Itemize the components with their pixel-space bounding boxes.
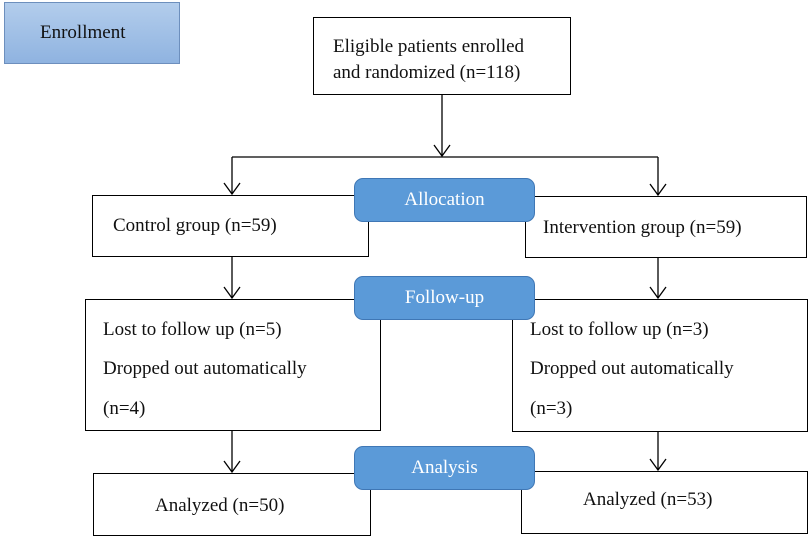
arrowhead-trunk: [433, 144, 451, 158]
analyzed-intervention-box: Analyzed (n=53): [521, 471, 808, 534]
eligible-line-1: Eligible patients enrolled: [333, 36, 525, 57]
analyzed-control-box: Analyzed (n=50): [93, 473, 371, 536]
intervention-group-label: Intervention group (n=59): [543, 217, 742, 238]
analyzed-control-label: Analyzed (n=50): [155, 495, 285, 516]
followup-intervention-dropped: Dropped out automatically: [530, 358, 734, 379]
followup-control-dropped-count: (n=4): [103, 398, 146, 419]
eligible-line-2: and randomized (n=118): [333, 62, 521, 83]
stage-followup: Follow-up: [354, 276, 535, 320]
intervention-group-box: Intervention group (n=59): [525, 196, 807, 258]
arrowhead-analyzed-right: [649, 458, 667, 472]
followup-intervention-lost: Lost to follow up (n=3): [530, 319, 709, 340]
control-group-box: Control group (n=59): [92, 195, 369, 257]
followup-control-lost: Lost to follow up (n=5): [103, 319, 282, 340]
enrollment-label-box: Enrollment: [4, 2, 180, 64]
stage-allocation: Allocation: [354, 178, 535, 222]
followup-intervention-dropped-count: (n=3): [530, 398, 573, 419]
eligible-patients-box: Eligible patients enrolled and randomize…: [313, 17, 571, 95]
analyzed-intervention-label: Analyzed (n=53): [583, 489, 713, 510]
arrowhead-followup-right: [649, 286, 667, 300]
arrowhead-intervention: [649, 183, 667, 197]
stage-analysis: Analysis: [354, 446, 535, 490]
followup-intervention-box: Lost to follow up (n=3) Dropped out auto…: [512, 299, 808, 432]
enrollment-label: Enrollment: [40, 22, 126, 43]
followup-control-box: Lost to follow up (n=5) Dropped out auto…: [85, 299, 381, 431]
arrowhead-analyzed-left: [223, 460, 241, 474]
control-group-label: Control group (n=59): [113, 215, 277, 236]
arrowhead-control: [223, 182, 241, 196]
arrowhead-followup-left: [223, 286, 241, 300]
followup-control-dropped: Dropped out automatically: [103, 358, 307, 379]
